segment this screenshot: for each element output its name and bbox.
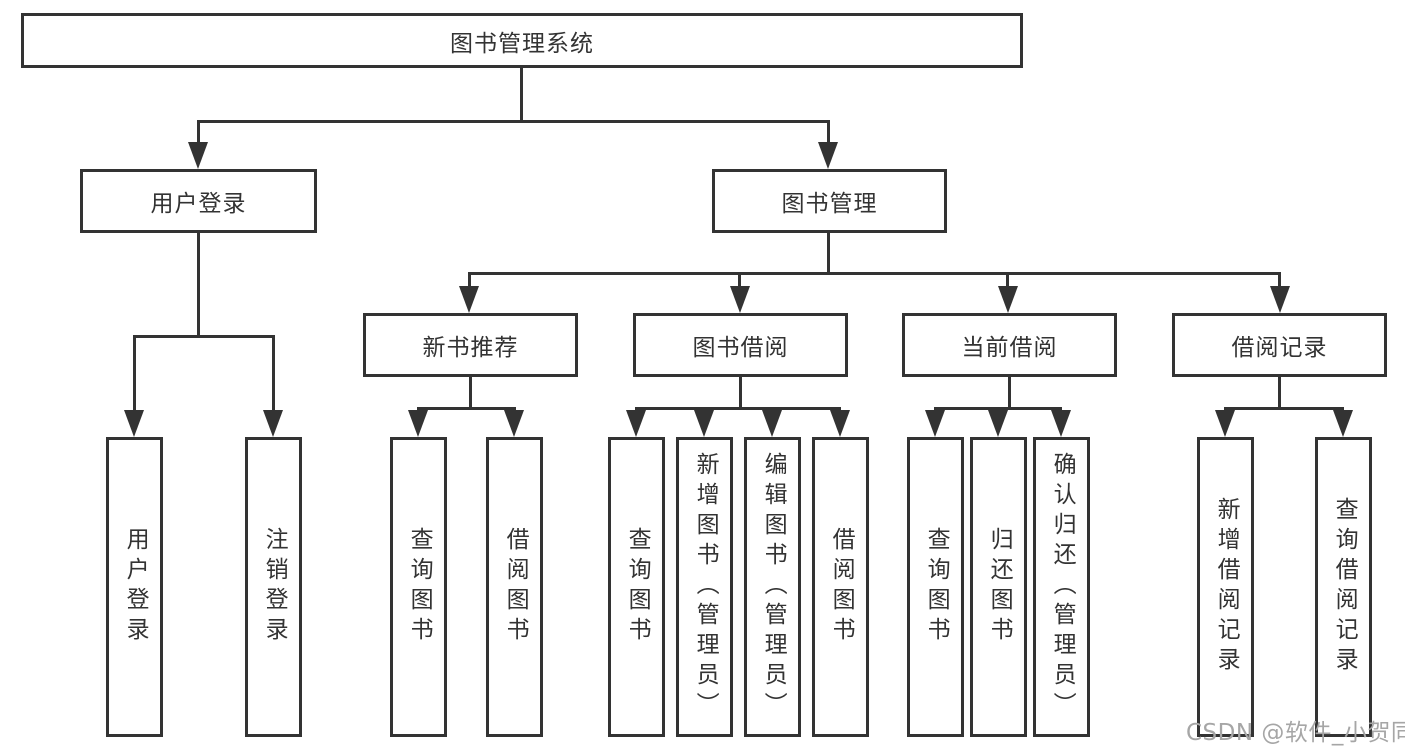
leaf-edit-books-admin: 编辑图书（管理员） [744, 437, 801, 737]
leaf-query-borrow-record: 查询借阅记录 [1315, 437, 1372, 737]
connector-line [469, 377, 472, 409]
arrowhead [459, 286, 479, 313]
leaf-query-books-current: 查询图书 [907, 437, 964, 737]
leaf-add-books-admin: 新增图书（管理员） [676, 437, 733, 737]
leaf-edit-books-admin-label: 编辑图书（管理员） [760, 452, 787, 722]
leaf-query-borrow-record-label: 查询借阅记录 [1331, 497, 1358, 677]
leaf-borrow-books-borrowing-label: 借阅图书 [828, 527, 855, 647]
arrowhead [830, 410, 850, 437]
connector-line [133, 335, 136, 413]
leaf-borrow-books-recommend-label: 借阅图书 [502, 527, 529, 647]
node-book-management: 图书管理 [712, 169, 947, 233]
node-user-login: 用户登录 [80, 169, 317, 233]
leaf-query-books-recommend: 查询图书 [390, 437, 447, 737]
connector-line [934, 407, 1062, 410]
connector-line [272, 335, 275, 413]
leaf-borrow-books-recommend: 借阅图书 [486, 437, 543, 737]
leaf-user-login-label: 用户登录 [122, 527, 149, 647]
arrowhead [1270, 286, 1290, 313]
connector-line [468, 272, 471, 288]
connector-line [827, 120, 830, 146]
connector-line [739, 377, 742, 409]
connector-line [468, 272, 1281, 275]
node-root-label: 图书管理系统 [450, 30, 594, 57]
connector-line [1006, 272, 1009, 288]
connector-line [635, 407, 841, 410]
leaf-add-borrow-record: 新增借阅记录 [1197, 437, 1254, 737]
node-new-book-recommend-label: 新书推荐 [422, 335, 519, 361]
node-new-book-recommend: 新书推荐 [363, 313, 578, 377]
arrowhead [988, 410, 1008, 437]
node-borrowing-records-label: 借阅记录 [1231, 335, 1328, 361]
leaf-query-books-borrowing-label: 查询图书 [624, 527, 651, 647]
arrowhead [1051, 410, 1071, 437]
connector-line [1278, 377, 1281, 409]
leaf-add-borrow-record-label: 新增借阅记录 [1213, 497, 1240, 677]
arrowhead [504, 410, 524, 437]
node-book-management-label: 图书管理 [781, 191, 878, 217]
arrowhead [1215, 410, 1235, 437]
connector-line [1008, 377, 1011, 409]
leaf-borrow-books-borrowing: 借阅图书 [812, 437, 869, 737]
connector-line [1278, 272, 1281, 288]
arrowhead [626, 410, 646, 437]
node-current-borrowing-label: 当前借阅 [961, 335, 1058, 361]
leaf-query-books-current-label: 查询图书 [923, 527, 950, 647]
node-root: 图书管理系统 [21, 13, 1023, 68]
arrowhead [694, 410, 714, 437]
connector-line [133, 335, 275, 338]
arrowhead [263, 410, 283, 437]
leaf-confirm-return-admin: 确认归还（管理员） [1033, 437, 1090, 737]
leaf-query-books-recommend-label: 查询图书 [406, 527, 433, 647]
csdn-watermark: CSDN @软件_小贺同学 [1186, 720, 1405, 746]
arrowhead [730, 286, 750, 313]
leaf-user-login: 用户登录 [106, 437, 163, 737]
leaf-add-books-admin-label: 新增图书（管理员） [692, 452, 719, 722]
arrowhead [998, 286, 1018, 313]
leaf-confirm-return-admin-label: 确认归还（管理员） [1049, 452, 1076, 722]
node-user-login-label: 用户登录 [150, 191, 247, 217]
connector-line [197, 120, 830, 123]
connector-line [1224, 407, 1344, 410]
arrowhead [762, 410, 782, 437]
leaf-return-books-label: 归还图书 [986, 527, 1013, 647]
node-book-borrowing: 图书借阅 [633, 313, 848, 377]
arrowhead [408, 410, 428, 437]
arrowhead [925, 410, 945, 437]
arrowhead [124, 410, 144, 437]
leaf-return-books: 归还图书 [970, 437, 1027, 737]
arrowhead [1333, 410, 1353, 437]
connector-line [520, 68, 523, 123]
arrowhead [818, 142, 838, 169]
connector-line [197, 233, 200, 335]
leaf-logout-label: 注销登录 [261, 527, 288, 647]
leaf-logout: 注销登录 [245, 437, 302, 737]
node-book-borrowing-label: 图书借阅 [692, 335, 789, 361]
leaf-query-books-borrowing: 查询图书 [608, 437, 665, 737]
node-borrowing-records: 借阅记录 [1172, 313, 1387, 377]
connector-line [197, 120, 200, 146]
node-current-borrowing: 当前借阅 [902, 313, 1117, 377]
connector-line [417, 407, 516, 410]
arrowhead [188, 142, 208, 169]
connector-line [827, 233, 830, 272]
connector-line [738, 272, 741, 288]
